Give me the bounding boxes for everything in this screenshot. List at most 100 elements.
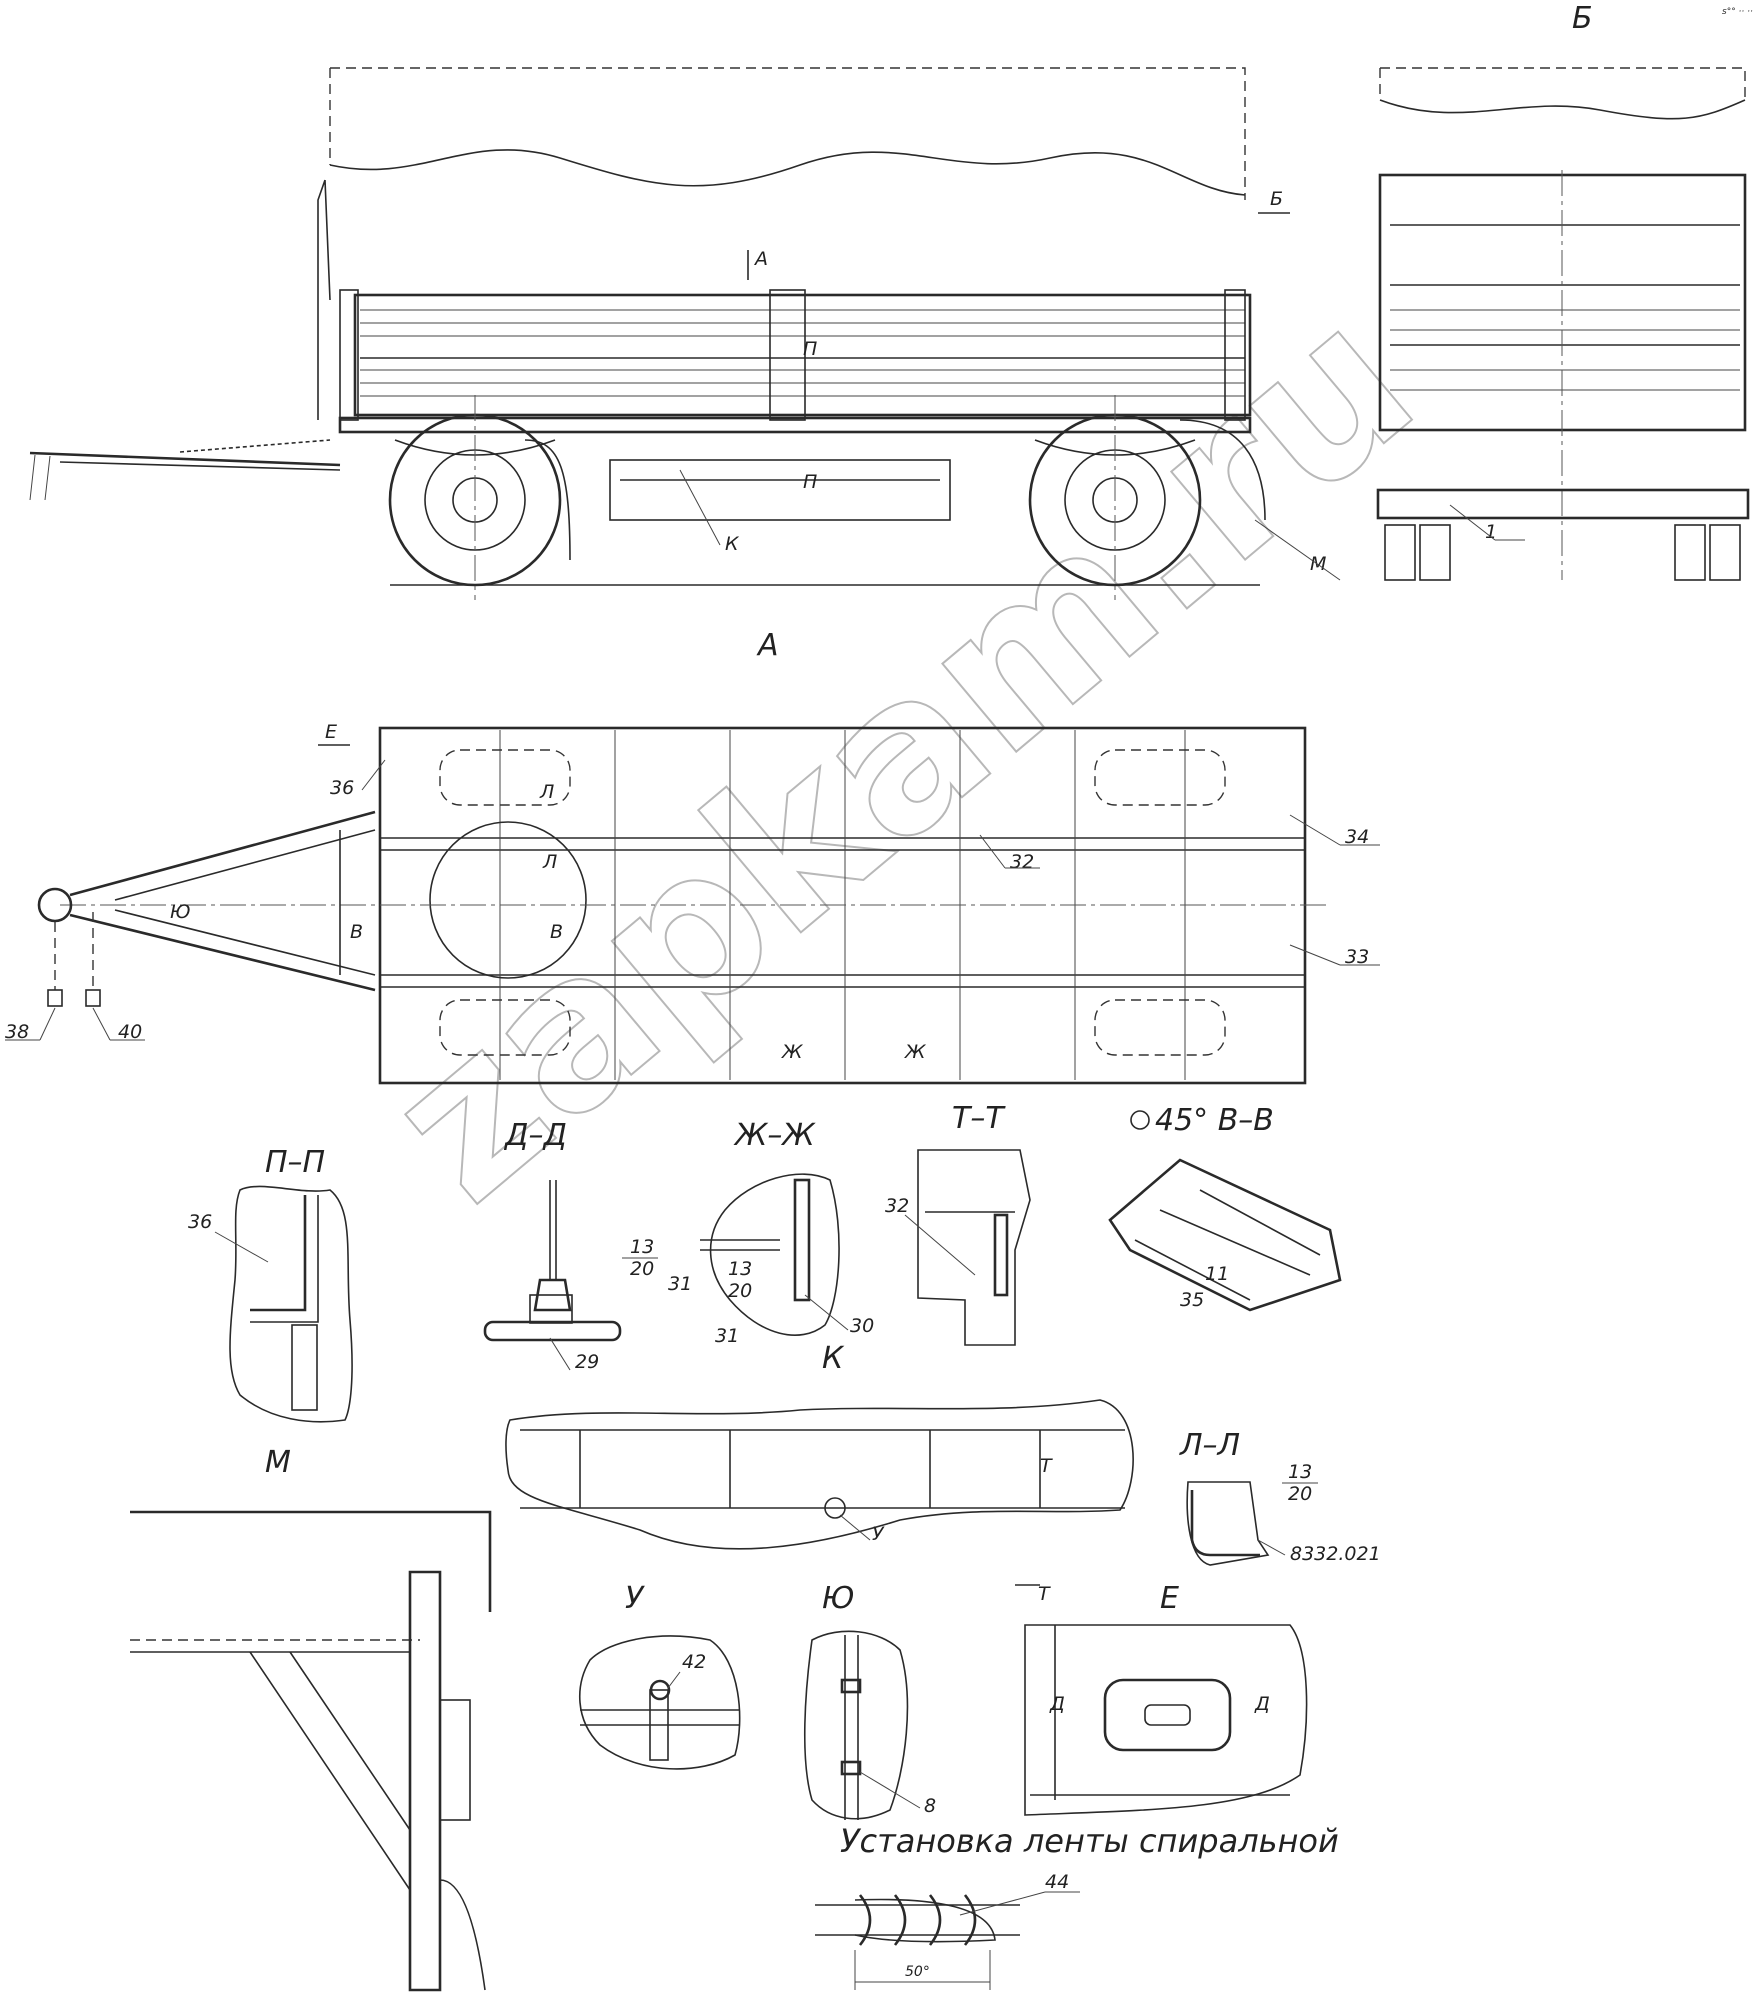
section-tt: Т–Т 32: [885, 1101, 1031, 1346]
mark-l-top: Л: [539, 781, 554, 803]
callout-34: 34: [1345, 826, 1369, 848]
callout-1: 1: [1485, 521, 1497, 543]
spiral-pitch-dim: 50°: [905, 1964, 930, 1980]
mark-k: К: [725, 533, 740, 555]
dd-lamp: [483, 1320, 622, 1342]
corner-note: s°° ·· ··: [1722, 7, 1753, 17]
view-a-label: А: [756, 628, 779, 663]
view-dd-label: Д–Д: [503, 1118, 567, 1153]
view-vv-label: 45° В–В: [1155, 1103, 1274, 1138]
section-pp: П–П 36: [188, 1145, 353, 1423]
view-zhzh-label: Ж–Ж: [733, 1118, 816, 1153]
mark-t-k: Т: [1040, 1455, 1053, 1477]
callout-31-dd: 31: [668, 1273, 692, 1295]
rear-view: Б 1: [1376, 1, 1750, 581]
callout-13-ll: 13: [1288, 1461, 1312, 1483]
detail-yu: Ю 8: [803, 1581, 936, 1820]
pp-angle: [250, 1195, 307, 1312]
mark-l-mid: Л: [542, 851, 557, 873]
callout-11: 11: [1205, 1263, 1229, 1285]
view-u-label: У: [625, 1581, 645, 1616]
detail-k: Т У: [505, 1399, 1134, 1550]
ref-part: 8332.021: [1290, 1543, 1381, 1565]
mark-b: Б: [1270, 188, 1283, 210]
view-b-label: Б: [1572, 1, 1593, 36]
mark-v-right: В: [550, 921, 563, 943]
callout-32-tt: 32: [885, 1195, 909, 1217]
callout-20-zh: 20: [728, 1280, 752, 1302]
mid-post: [769, 289, 806, 421]
view-yu-label: Ю: [822, 1581, 854, 1616]
mark-a: А: [753, 248, 768, 270]
callout-13-dd: 13: [630, 1236, 654, 1258]
watermark-text: zapkam.ru: [345, 259, 1458, 1248]
section-ll: Л–Л 13 20 8332.021: [1179, 1428, 1381, 1566]
mark-p-upper: П: [803, 338, 817, 360]
drawbar-top: [37, 810, 376, 992]
section-dd: Д–Д 13 20 31 29: [483, 1118, 692, 1373]
mark-yu: Ю: [170, 901, 191, 923]
callout-32-top: 32: [1010, 851, 1034, 873]
frame-crossmember: [609, 459, 951, 521]
view-m: М: [130, 1445, 492, 1992]
callout-38: 38: [5, 1021, 29, 1043]
mark-v-left: В: [350, 921, 363, 943]
detail-e: Е Т Д Д: [1015, 1581, 1308, 1816]
callout-8: 8: [924, 1795, 936, 1817]
plug-38: 38: [5, 922, 63, 1043]
tarp-outline: [329, 67, 1246, 200]
mark-p-lower: П: [803, 471, 817, 493]
view-tt-label: Т–Т: [952, 1101, 1006, 1136]
plug-40: 40: [85, 912, 145, 1043]
front-post: [317, 179, 331, 420]
front-mudguard: [524, 439, 571, 561]
chassis-rail: [338, 416, 1252, 434]
view-pp-label: П–П: [265, 1145, 325, 1180]
drawbar: [29, 439, 341, 501]
mark-t-e: Т: [1038, 1583, 1051, 1605]
callout-29: 29: [575, 1351, 599, 1373]
callout-13-zh: 13: [728, 1258, 752, 1280]
body-side: [353, 293, 1252, 417]
callout-36-pp: 36: [188, 1211, 212, 1233]
mark-zh-left: Ж: [781, 1041, 804, 1063]
callout-20-dd: 20: [630, 1258, 654, 1280]
callout-36-top: 36: [330, 777, 354, 799]
callout-33: 33: [1345, 946, 1369, 968]
view-k-label: К: [822, 1341, 845, 1376]
callout-30: 30: [850, 1315, 874, 1337]
rear-wheels-left: [1384, 524, 1451, 581]
section-vv: 45° В–В 11 35: [1108, 1103, 1342, 1312]
callout-44: 44: [1045, 1871, 1069, 1893]
callout-42: 42: [682, 1651, 706, 1673]
detail-circle-l: [429, 821, 587, 979]
section-zhzh: Ж–Ж 13 20 31 30 К: [700, 1118, 874, 1376]
mark-zh-right: Ж: [904, 1041, 927, 1063]
front-stake: [339, 289, 359, 421]
spiral-title: Установка ленты спиральной: [840, 1822, 1339, 1860]
spiral-tape: Установка ленты спиральной 44 50°: [815, 1822, 1339, 1990]
rear-mudguard: [1179, 419, 1266, 521]
rear-stake: [1224, 289, 1246, 421]
wheel-footprints: [439, 749, 1226, 1056]
mark-m: М: [1310, 553, 1326, 575]
body-boards: [360, 309, 1245, 397]
mark-d-left: Д: [1049, 1693, 1065, 1715]
mark-e: Е: [325, 721, 337, 743]
rear-bumper: [1376, 488, 1750, 520]
side-view: А Б К М П П: [29, 67, 1341, 600]
detail-u: У 42: [579, 1581, 741, 1770]
view-m-label: М: [265, 1445, 291, 1480]
callout-35: 35: [1180, 1289, 1204, 1311]
top-view: А: [5, 628, 1380, 1085]
tarp-break-line: [329, 149, 1246, 196]
rear-wheels-right: [1674, 524, 1741, 581]
view-ll-label: Л–Л: [1179, 1428, 1240, 1463]
callout-40: 40: [118, 1021, 142, 1043]
callout-31-zh: 31: [715, 1325, 739, 1347]
view-e-label: Е: [1160, 1581, 1179, 1616]
callout-20-ll: 20: [1288, 1483, 1312, 1505]
watermark: zapkam.ru: [344, 258, 1459, 1249]
rear-tarp-outline: [1379, 67, 1746, 100]
